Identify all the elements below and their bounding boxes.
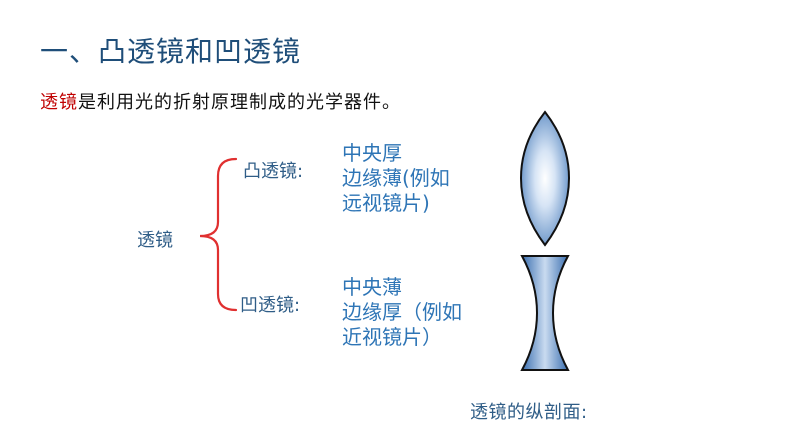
convex-lens-label: 凸透镜: [243, 161, 304, 182]
lens-cross-sections [520, 110, 570, 371]
cross-section-caption: 透镜的纵剖面: [470, 402, 588, 423]
concave-desc-line: 中央薄 [342, 275, 402, 299]
lens-definition: 透镜是利用光的折射原理制成的光学器件。 [40, 88, 401, 114]
convex-desc-line: 远视镜片) [342, 191, 430, 215]
concave-lens-description: 中央薄 边缘厚（例如 近视镜片） [342, 275, 462, 350]
convex-desc-line: 中央厚 [342, 141, 402, 165]
convex-lens-shape [520, 110, 570, 247]
concave-desc-line: 近视镜片） [342, 325, 442, 349]
convex-desc-line: 边缘薄(例如 [342, 166, 450, 190]
concave-lens-label: 凹透镜: [240, 295, 301, 316]
concave-desc-line: 边缘厚（例如 [342, 300, 462, 324]
definition-keyword: 透镜 [40, 92, 78, 113]
page-title: 一、凸透镜和凹透镜 [40, 35, 302, 68]
convex-lens-description: 中央厚 边缘薄(例如 远视镜片) [342, 141, 450, 216]
definition-text: 是利用光的折射原理制成的光学器件。 [78, 92, 401, 113]
tree-root-label: 透镜 [137, 230, 173, 251]
concave-lens-shape [520, 255, 570, 371]
